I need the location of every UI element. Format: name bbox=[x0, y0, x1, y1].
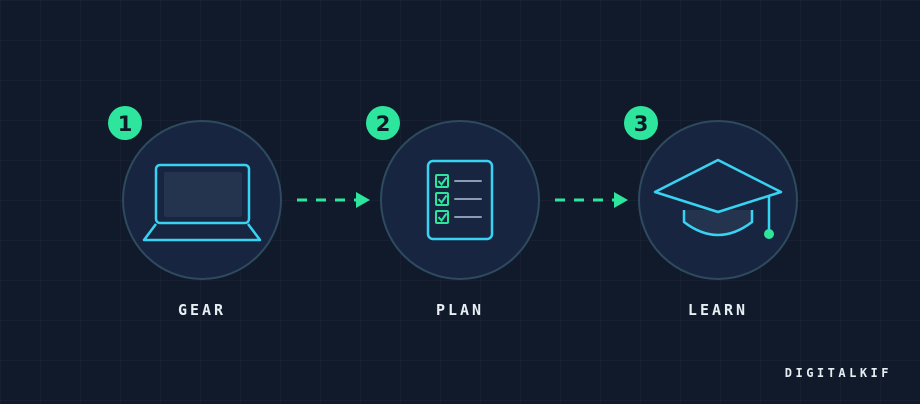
laptop-icon bbox=[142, 163, 262, 242]
arrow-head-2 bbox=[614, 192, 628, 208]
connector-arrow-1 bbox=[297, 192, 370, 208]
step-3-badge bbox=[624, 106, 658, 140]
step-1-badge bbox=[108, 106, 142, 140]
arrow-head-1 bbox=[356, 192, 370, 208]
step-2: 2 bbox=[366, 106, 540, 280]
step-3-label: LEARN bbox=[687, 301, 749, 319]
step-2-number: 2 bbox=[376, 112, 391, 136]
checklist-icon bbox=[426, 159, 494, 241]
step-3: 3 bbox=[624, 106, 798, 280]
step-2-label: PLAN bbox=[435, 301, 485, 319]
step-1-number: 1 bbox=[118, 112, 133, 136]
step-2-badge bbox=[366, 106, 400, 140]
step-1-label: GEAR bbox=[177, 301, 227, 319]
step-3-circle bbox=[638, 120, 798, 280]
tassel-icon bbox=[764, 229, 774, 239]
step-3-number: 3 bbox=[634, 112, 649, 136]
graduation-cap-icon bbox=[653, 158, 783, 237]
brand-logo: DIGITALKIF bbox=[784, 366, 892, 380]
step-1: 1 bbox=[108, 106, 282, 280]
connector-arrow-2 bbox=[555, 192, 628, 208]
